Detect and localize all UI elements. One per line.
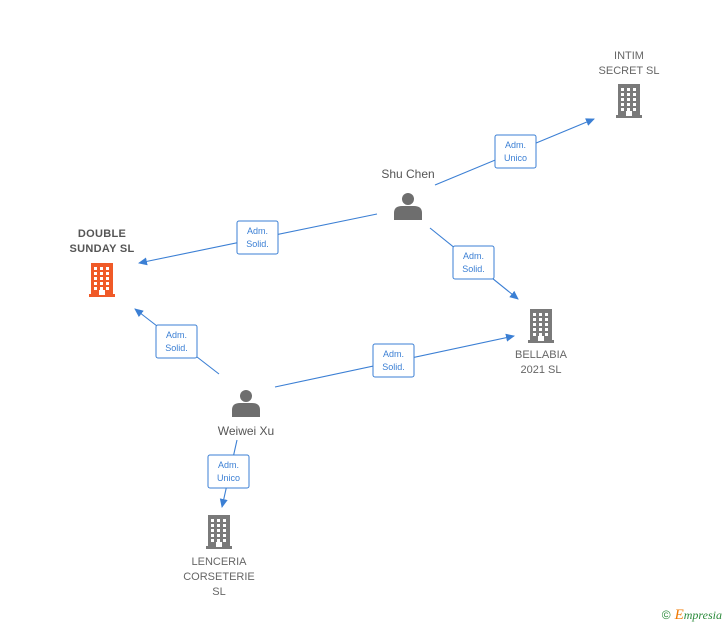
company-name-line: INTIM (614, 50, 644, 62)
relation-label-box[interactable]: Adm. Unico (207, 454, 250, 489)
company-name-line: SECRET SL (599, 65, 660, 77)
company-name-line: SUNDAY SL (69, 243, 134, 255)
relation-label-box[interactable]: Adm. Unico (494, 134, 537, 169)
person-name: Weiwei Xu (218, 424, 274, 438)
relation-shu-bellabia: Adm. Solid. (429, 227, 519, 300)
copyright-symbol: © (661, 608, 671, 622)
building-icon (528, 309, 554, 343)
person-node-weiwei[interactable]: Weiwei Xu (218, 390, 274, 438)
company-node-double[interactable]: DOUBLE SUNDAY SL (69, 228, 134, 297)
relation-label-line: Adm. (383, 349, 404, 359)
relation-weiwei-double: Adm. Solid. (134, 308, 220, 375)
brand-name: mpresia (683, 608, 722, 622)
company-node-lenceria[interactable]: LENCERIA CORSETERIE SL (183, 515, 255, 598)
label-box-border (494, 134, 537, 169)
relation-weiwei-lenceria: Adm. Unico (207, 439, 250, 508)
relation-label-line: Solid. (382, 362, 405, 372)
person-icon (232, 390, 260, 417)
company-name-line: CORSETERIE (183, 571, 255, 583)
empresia-watermark: ©Empresia (662, 607, 722, 624)
relation-label-box[interactable]: Adm. Solid. (452, 245, 495, 280)
relation-label-line: Solid. (165, 343, 188, 353)
relation-label-line: Unico (504, 153, 527, 163)
person-node-shu[interactable]: Shu Chen (381, 167, 435, 220)
label-box-border (452, 245, 495, 280)
label-box-border (207, 454, 250, 489)
relation-label-line: Adm. (166, 330, 187, 340)
relation-label-line: Adm. (463, 251, 484, 261)
building-icon (89, 263, 115, 297)
building-icon (616, 84, 642, 118)
company-name-line: LENCERIA (191, 556, 247, 568)
relation-label-line: Adm. (218, 460, 239, 470)
relation-shu-intim: Adm. Unico (434, 118, 595, 186)
building-icon (206, 515, 232, 549)
person-name: Shu Chen (381, 167, 434, 181)
relation-label-line: Solid. (246, 239, 269, 249)
relation-label-line: Unico (217, 473, 240, 483)
relation-label-line: Solid. (462, 264, 485, 274)
label-box-border (372, 343, 415, 378)
relation-label-box[interactable]: Adm. Solid. (155, 324, 198, 359)
label-box-border (155, 324, 198, 359)
relation-weiwei-bellabia: Adm. Solid. (274, 333, 515, 388)
brand-initial: E (674, 607, 684, 623)
company-node-intim[interactable]: INTIM SECRET SL (599, 50, 660, 118)
relation-label-box[interactable]: Adm. Solid. (372, 343, 415, 378)
company-name-line: SL (212, 586, 225, 598)
relation-label-box[interactable]: Adm. Solid. (236, 220, 279, 255)
label-box-border (236, 220, 279, 255)
relation-label-line: Adm. (247, 226, 268, 236)
company-name-line: DOUBLE (78, 228, 126, 240)
person-icon (394, 193, 422, 220)
company-node-bellabia[interactable]: BELLABIA 2021 SL (515, 309, 568, 376)
company-name-line: 2021 SL (521, 364, 562, 376)
relation-label-line: Adm. (505, 140, 526, 150)
company-name-line: BELLABIA (515, 349, 568, 361)
relation-shu-double: Adm. Solid. (138, 213, 378, 266)
